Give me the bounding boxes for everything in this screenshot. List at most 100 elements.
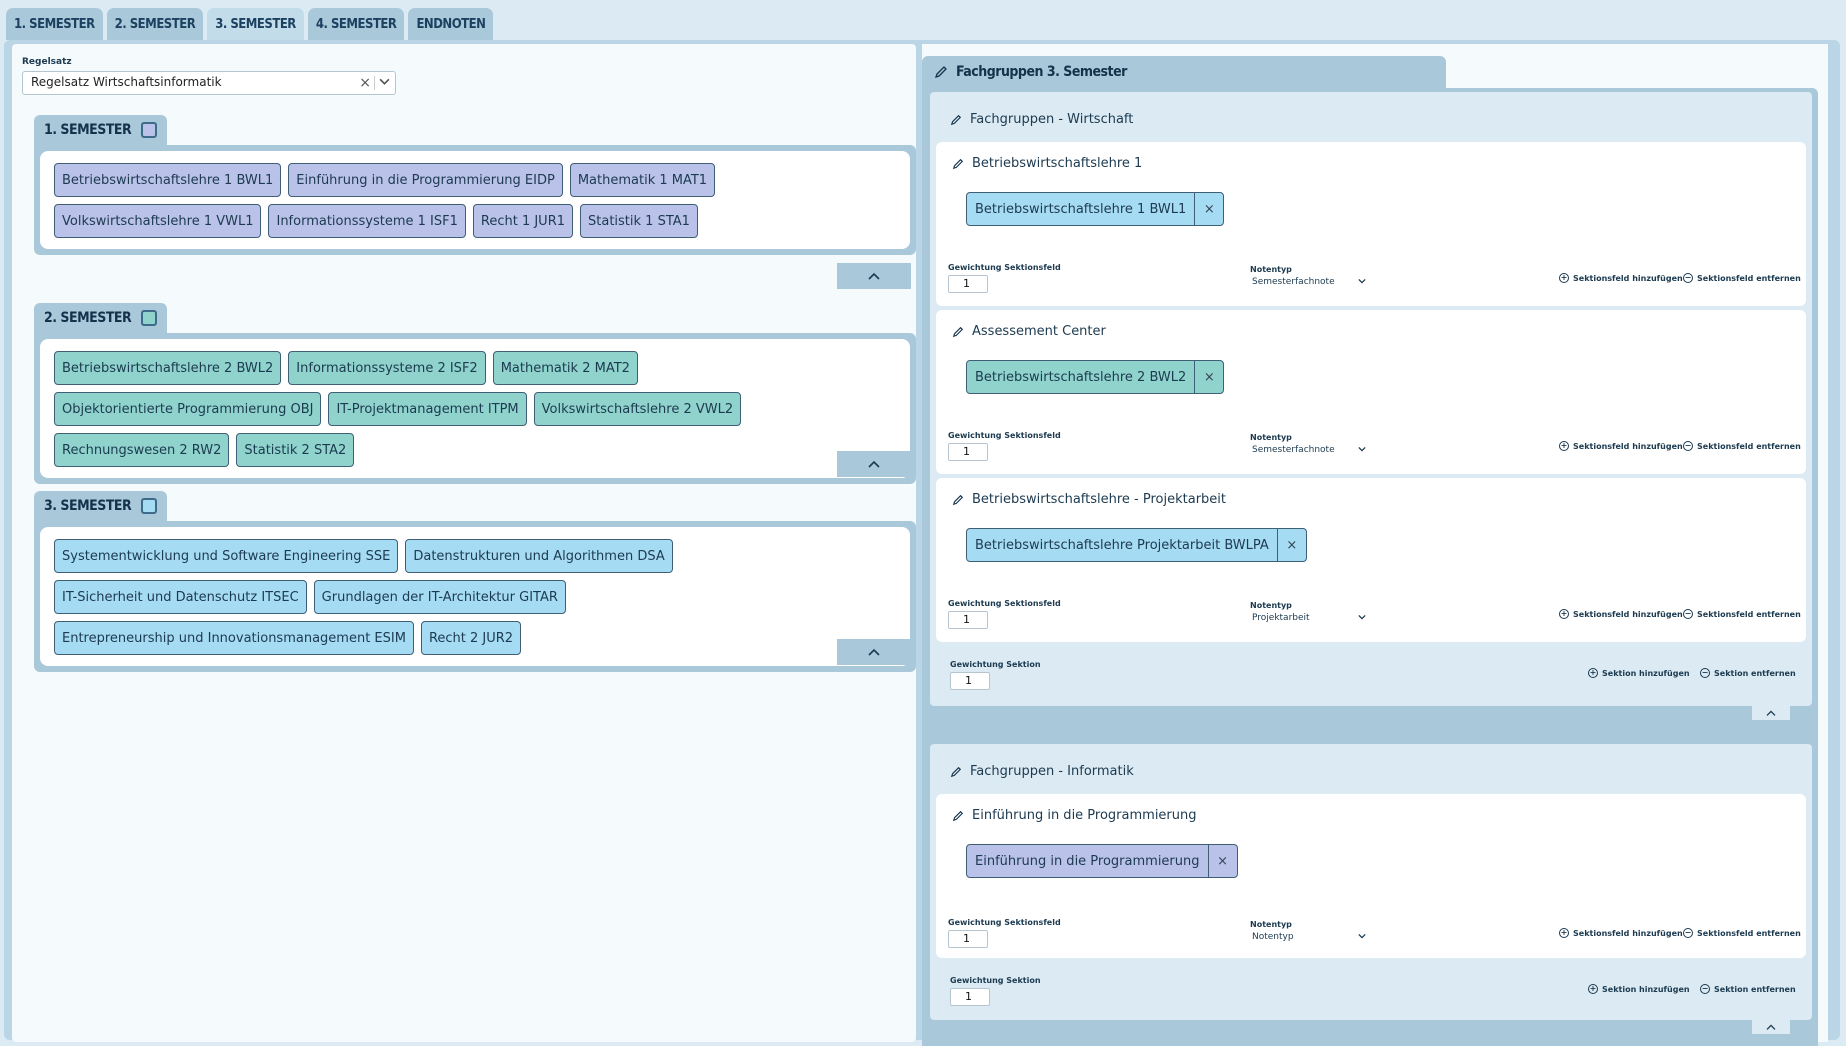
sektionsfeld-remove-button[interactable]: − Sektionsfeld entfernen <box>1683 928 1801 938</box>
assigned-course-chip[interactable]: Betriebswirtschaftslehre 2 BWL2 × <box>966 360 1225 394</box>
sektion-add-button[interactable]: + Sektion hinzufügen <box>1588 668 1690 678</box>
course-pill[interactable]: Recht 2 JUR2 <box>420 621 522 655</box>
notentyp-select[interactable]: Projektarbeit <box>1252 613 1372 623</box>
sektionsfeld-add-button[interactable]: + Sektionsfeld hinzufügen <box>1559 273 1683 283</box>
course-pill[interactable]: Informationssysteme 2 ISF2 <box>288 351 486 385</box>
course-pill[interactable]: Mathematik 2 MAT2 <box>492 351 638 385</box>
notentyp-label: Notentyp <box>1250 433 1292 442</box>
tab-endnoten[interactable]: ENDNOTEN <box>408 8 494 40</box>
pencil-icon[interactable] <box>950 114 962 126</box>
pencil-icon[interactable] <box>950 766 962 778</box>
sektionsfeld-remove-button[interactable]: − Sektionsfeld entfernen <box>1683 441 1801 451</box>
pencil-icon[interactable] <box>952 158 964 170</box>
notentyp-label: Notentyp <box>1250 920 1292 929</box>
chip-label: Betriebswirtschaftslehre 2 BWL2 <box>967 361 1196 393</box>
course-pill[interactable]: IT-Projektmanagement ITPM <box>328 392 527 426</box>
notentyp-select[interactable]: Notentyp <box>1252 932 1372 942</box>
sektionsfeld-title-text: Einführung in die Programmierung <box>972 808 1197 823</box>
plus-circle-icon: + <box>1559 441 1569 451</box>
minus-circle-icon: − <box>1683 609 1693 619</box>
semester-3-checkbox[interactable] <box>141 498 158 514</box>
minus-circle-icon: − <box>1683 441 1693 451</box>
pencil-icon[interactable] <box>952 494 964 506</box>
semester-2-checkbox[interactable] <box>141 310 158 326</box>
course-pill[interactable]: IT-Sicherheit und Datenschutz ITSEC <box>54 580 307 614</box>
chip-label: Einführung in die Programmierung <box>967 845 1209 877</box>
course-pill[interactable]: Datenstrukturen und Algorithmen DSA <box>405 539 673 573</box>
chevron-down-icon[interactable] <box>379 76 390 87</box>
remove-icon[interactable]: × <box>1203 369 1215 385</box>
sektion-remove-button[interactable]: − Sektion entfernen <box>1700 984 1796 994</box>
gewichtung-sektionsfeld-label: Gewichtung Sektionsfeld <box>948 431 1061 440</box>
notentyp-select[interactable]: Semesterfachnote <box>1252 277 1372 287</box>
tab-semester-4[interactable]: 4. SEMESTER <box>307 8 405 40</box>
gewichtung-sektion-input[interactable]: 1 <box>950 988 990 1006</box>
course-pill[interactable]: Statistik 2 STA2 <box>236 433 355 467</box>
sektionsfeld-title: Assessement Center <box>952 324 1106 339</box>
sektionsfeld-add-button[interactable]: + Sektionsfeld hinzufügen <box>1559 928 1683 938</box>
minus-circle-icon: − <box>1683 928 1693 938</box>
sektionsfeld-remove-button[interactable]: − Sektionsfeld entfernen <box>1683 609 1801 619</box>
sektionsfeld-remove-button[interactable]: − Sektionsfeld entfernen <box>1683 273 1801 283</box>
sektionsfeld-title: Betriebswirtschaftslehre 1 <box>952 156 1142 171</box>
remove-icon[interactable]: × <box>1217 853 1228 869</box>
sektionsfeld-add-button[interactable]: + Sektionsfeld hinzufügen <box>1559 609 1683 619</box>
assigned-course-chip[interactable]: Betriebswirtschaftslehre Projektarbeit B… <box>966 528 1307 562</box>
fachgruppe-informatik: Fachgruppen - Informatik Einführung in d… <box>930 744 1812 1020</box>
course-pill[interactable]: Recht 1 JUR1 <box>472 204 573 238</box>
semester-1-checkbox[interactable] <box>141 122 158 138</box>
remove-icon[interactable]: × <box>1286 537 1298 553</box>
tab-semester-3[interactable]: 3. SEMESTER <box>207 8 304 40</box>
gewichtung-sektionsfeld-input[interactable]: 1 <box>948 275 988 293</box>
course-pill[interactable]: Mathematik 1 MAT1 <box>569 163 716 197</box>
fachgruppe-collapse-button[interactable] <box>1752 706 1790 720</box>
plus-circle-icon: + <box>1559 609 1569 619</box>
course-pill[interactable]: Grundlagen der IT-Architektur GITAR <box>313 580 566 614</box>
pencil-icon[interactable] <box>934 65 948 79</box>
course-pill[interactable]: Systementwicklung und Software Engineeri… <box>54 539 399 573</box>
gewichtung-sektionsfeld-input[interactable]: 1 <box>948 443 988 461</box>
course-pill[interactable]: Betriebswirtschaftslehre 1 BWL1 <box>54 163 282 197</box>
fachgruppe-title: Fachgruppen - Wirtschaft <box>950 112 1133 127</box>
sektion-remove-button[interactable]: − Sektion entfernen <box>1700 668 1796 678</box>
semester-1-collapse-button[interactable] <box>837 263 911 289</box>
tab-semester-1[interactable]: 1. SEMESTER <box>6 8 103 40</box>
course-pill[interactable]: Objektorientierte Programmierung OBJ <box>54 392 322 426</box>
course-pill[interactable]: Entrepreneurship und Innovationsmanageme… <box>54 621 414 655</box>
regelsatz-value: Regelsatz Wirtschaftsinformatik <box>31 75 222 89</box>
semester-3-course-list: Systementwicklung und Software Engineeri… <box>40 527 910 666</box>
semester-2-collapse-button[interactable] <box>837 451 911 477</box>
chevron-down-icon <box>1358 932 1366 940</box>
gewichtung-sektionsfeld-input[interactable]: 1 <box>948 611 988 629</box>
course-pill[interactable]: Volkswirtschaftslehre 1 VWL1 <box>54 204 262 238</box>
notentyp-value: Semesterfachnote <box>1252 277 1335 287</box>
course-pill[interactable]: Statistik 1 STA1 <box>580 204 698 238</box>
course-pill[interactable]: Volkswirtschaftslehre 2 VWL2 <box>533 392 742 426</box>
gewichtung-sektionsfeld-label: Gewichtung Sektionsfeld <box>948 599 1061 608</box>
gewichtung-sektion-label: Gewichtung Sektion <box>950 976 1041 985</box>
regelsatz-select[interactable]: Regelsatz Wirtschaftsinformatik × <box>22 71 396 95</box>
course-pill[interactable]: Informationssysteme 1 ISF1 <box>268 204 466 238</box>
pencil-icon[interactable] <box>952 810 964 822</box>
tab-semester-2[interactable]: 2. SEMESTER <box>106 8 204 40</box>
pencil-icon[interactable] <box>952 326 964 338</box>
semester-2-title: 2. SEMESTER <box>44 310 132 326</box>
chip-label: Betriebswirtschaftslehre 1 BWL1 <box>967 193 1196 225</box>
gewichtung-sektionsfeld-input[interactable]: 1 <box>948 930 988 948</box>
sektionsfeld-add-button[interactable]: + Sektionsfeld hinzufügen <box>1559 441 1683 451</box>
semester-1-header: 1. SEMESTER <box>34 115 168 145</box>
course-pill[interactable]: Rechnungswesen 2 RW2 <box>54 433 230 467</box>
plus-circle-icon: + <box>1559 928 1569 938</box>
assigned-course-chip[interactable]: Einführung in die Programmierung × <box>966 844 1238 878</box>
assigned-course-chip[interactable]: Betriebswirtschaftslehre 1 BWL1 × <box>966 192 1225 226</box>
remove-icon[interactable]: × <box>1203 201 1215 217</box>
semester-3-collapse-button[interactable] <box>837 639 911 665</box>
chevron-up-icon <box>1766 710 1776 716</box>
clear-icon[interactable]: × <box>359 75 371 91</box>
course-pill[interactable]: Einführung in die Programmierung EIDP <box>288 163 563 197</box>
sektion-add-button[interactable]: + Sektion hinzufügen <box>1588 984 1690 994</box>
course-pill[interactable]: Betriebswirtschaftslehre 2 BWL2 <box>54 351 282 385</box>
gewichtung-sektion-input[interactable]: 1 <box>950 672 990 690</box>
notentyp-select[interactable]: Semesterfachnote <box>1252 445 1372 455</box>
fachgruppe-collapse-button[interactable] <box>1752 1020 1790 1034</box>
